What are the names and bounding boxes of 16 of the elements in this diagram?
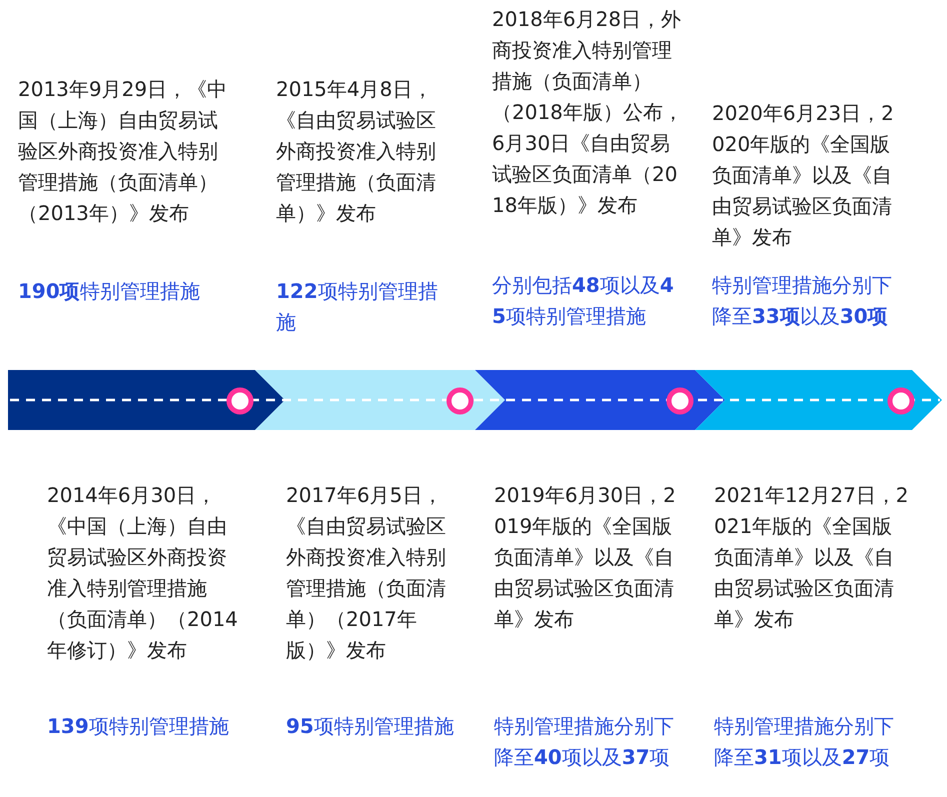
measure-count: 特别管理措施分别下降至33项以及30项 [712, 272, 893, 330]
measure-count: 122项特别管理措施 [276, 278, 439, 336]
measure-count: 特别管理措施分别下降至40项以及37项 [494, 713, 675, 771]
measure-count: 分别包括48项以及45项特别管理措施 [492, 272, 675, 330]
event-description: 2019年6月30日，2019年版的《全国版负面清单》以及《自由贸易试验区负面清单》发布 [494, 482, 677, 633]
measure-count: 95项特别管理措施 [286, 713, 455, 740]
event-description: 2020年6月23日，2020年版的《全国版负面清单》以及《自由贸易试验区负面清单》发布 [712, 100, 895, 251]
event-description: 2014年6月30日，《中国（上海）自由贸易试验区外商投资准入特别管理措施（负面清单）（2014年修订）》发布 [47, 482, 239, 664]
event-description: 2018年6月28日，外商投资准入特别管理措施（负面清单）（2018年版）公布，6月30日《自由贸易试验区负面清单（2018年版）》发布 [492, 6, 684, 219]
event-description: 2015年4月8日，《自由贸易试验区外商投资准入特别管理措施（负面清单）》发布 [276, 76, 437, 227]
event-description: 2013年9月29日，《中国（上海）自由贸易试验区外商投资准入特别管理措施（负面清单）（2013年）》发布 [18, 76, 228, 227]
measure-count: 139项特别管理措施 [47, 713, 230, 740]
measure-count: 190项特别管理措施 [18, 278, 201, 305]
event-description: 2017年6月5日，《自由贸易试验区外商投资准入特别管理措施（负面清单）（2017年版）》发布 [286, 482, 447, 664]
event-description: 2021年12月27日，2021年版的《全国版负面清单》以及《自由贸易试验区负面清单》发布 [714, 482, 910, 633]
measure-count: 特别管理措施分别下降至31项以及27项 [714, 713, 895, 771]
